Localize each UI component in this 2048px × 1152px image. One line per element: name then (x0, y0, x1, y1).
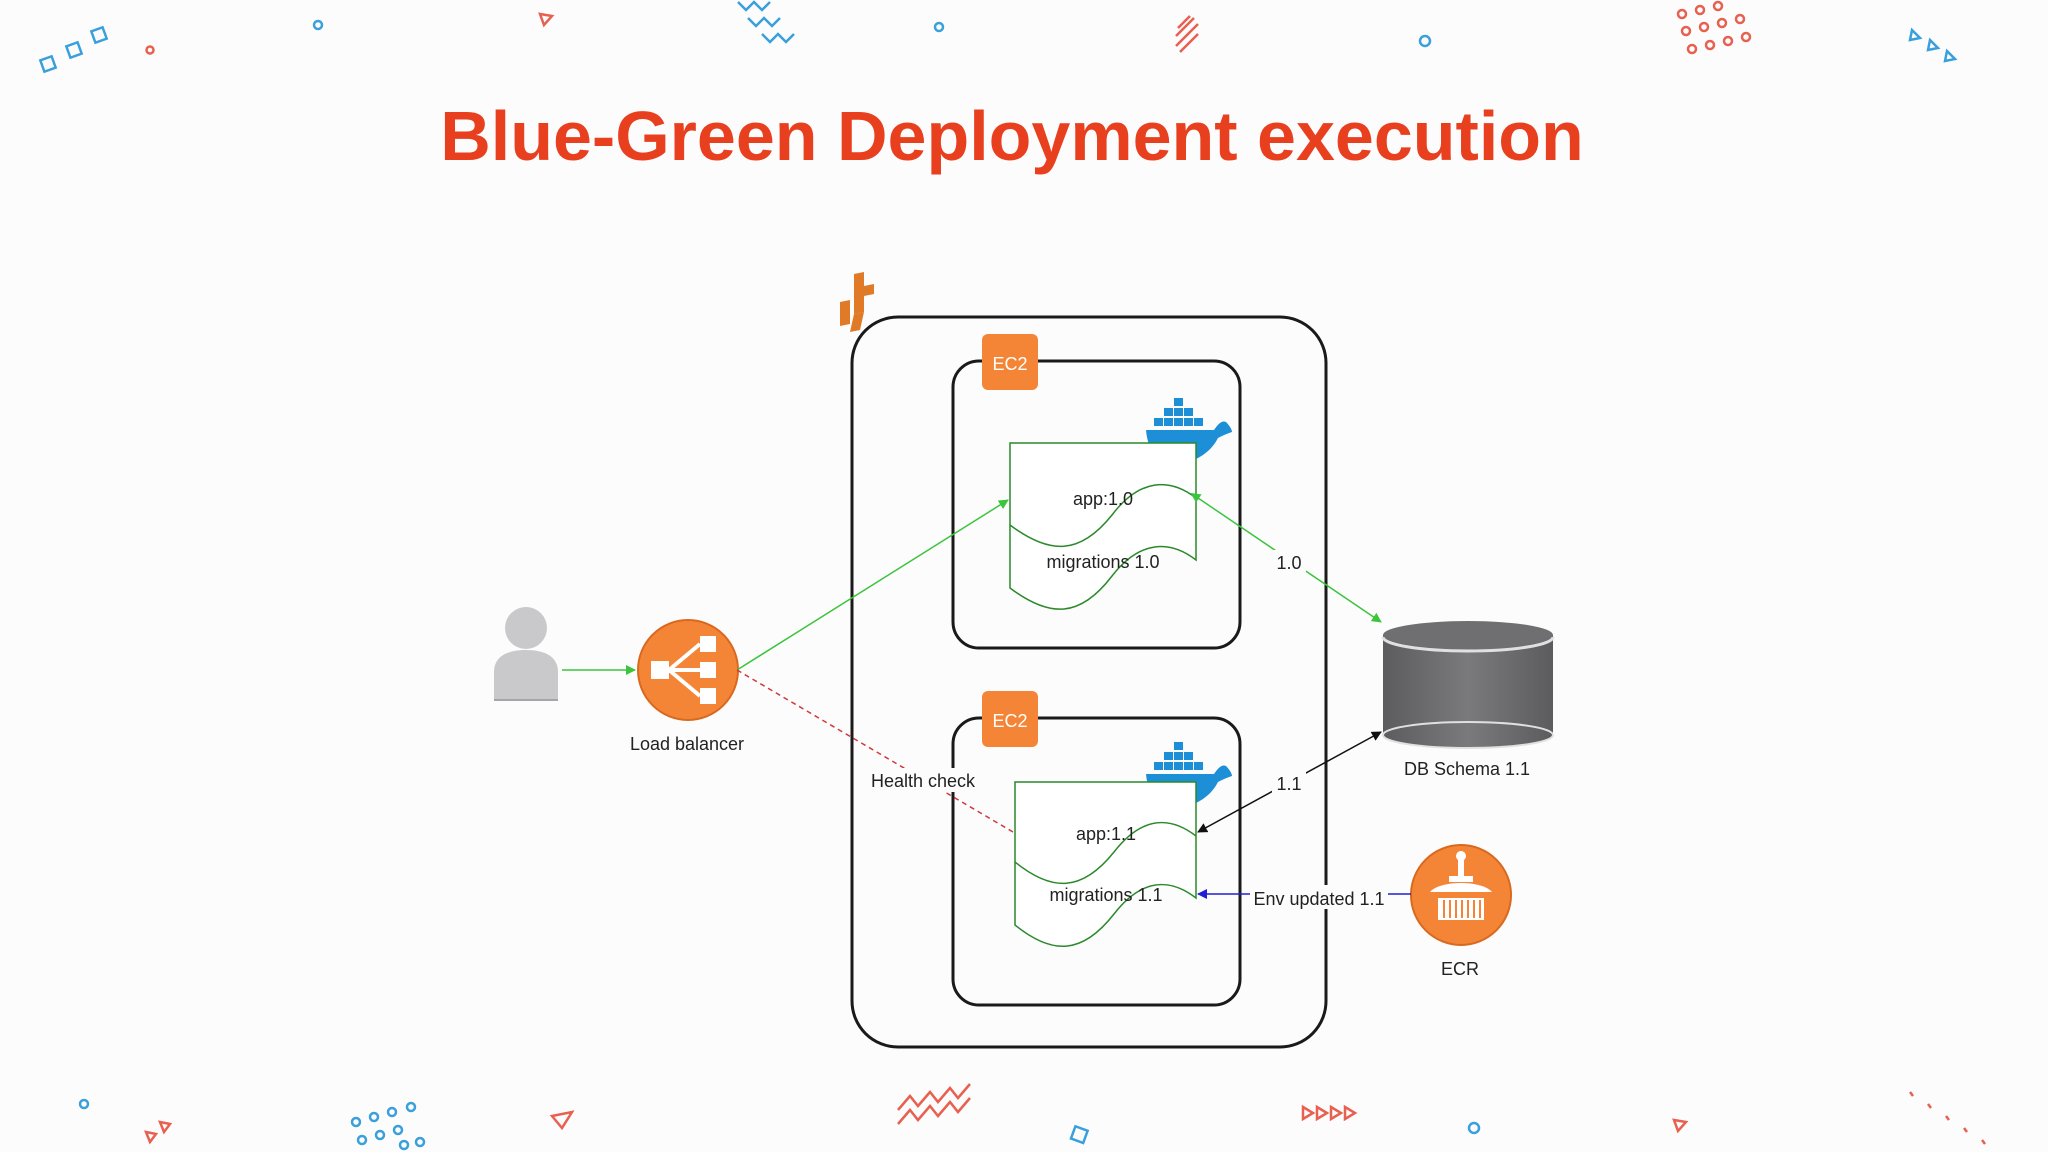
doc-label-migrations-blue: migrations 1.0 (1046, 552, 1159, 572)
edge-load-balancer-to-blue (736, 499, 1009, 671)
ecr-label: ECR (1441, 959, 1479, 979)
aws-cloud-container (850, 315, 1328, 1049)
ec2-badge-green (982, 691, 1038, 747)
slide-title: Blue-Green Deployment execution (440, 97, 1584, 175)
edge-label-ecr-env: Env updated 1.1 (1253, 889, 1384, 909)
ec2-badge-label-green: EC2 (992, 711, 1027, 731)
ec2-instance-green: EC2 app:1.1 migrations 1.1 (951, 691, 1242, 1007)
database-icon (1381, 621, 1555, 749)
edge-label-blue-db: 1.0 (1276, 553, 1301, 573)
database-label: DB Schema 1.1 (1404, 759, 1530, 779)
user-icon (494, 607, 558, 701)
aws-logo-icon (840, 272, 874, 332)
doc-label-app-blue: app:1.0 (1073, 489, 1133, 509)
load-balancer-icon (637, 619, 739, 721)
edge-label-green-db: 1.1 (1276, 774, 1301, 794)
doc-label-app-green: app:1.1 (1076, 824, 1136, 844)
edge-label-health-check: Health check (871, 771, 976, 791)
ec2-badge-blue (982, 334, 1038, 390)
ecr-icon (1410, 844, 1512, 946)
doc-label-migrations-green: migrations 1.1 (1049, 885, 1162, 905)
decorative-confetti (38, 0, 1986, 1151)
ec2-instance-blue: EC2 app:1.0 migrations 1.0 (951, 334, 1242, 650)
ec2-badge-label-blue: EC2 (992, 354, 1027, 374)
edge-health-check (736, 669, 1014, 833)
load-balancer-label: Load balancer (630, 734, 744, 754)
